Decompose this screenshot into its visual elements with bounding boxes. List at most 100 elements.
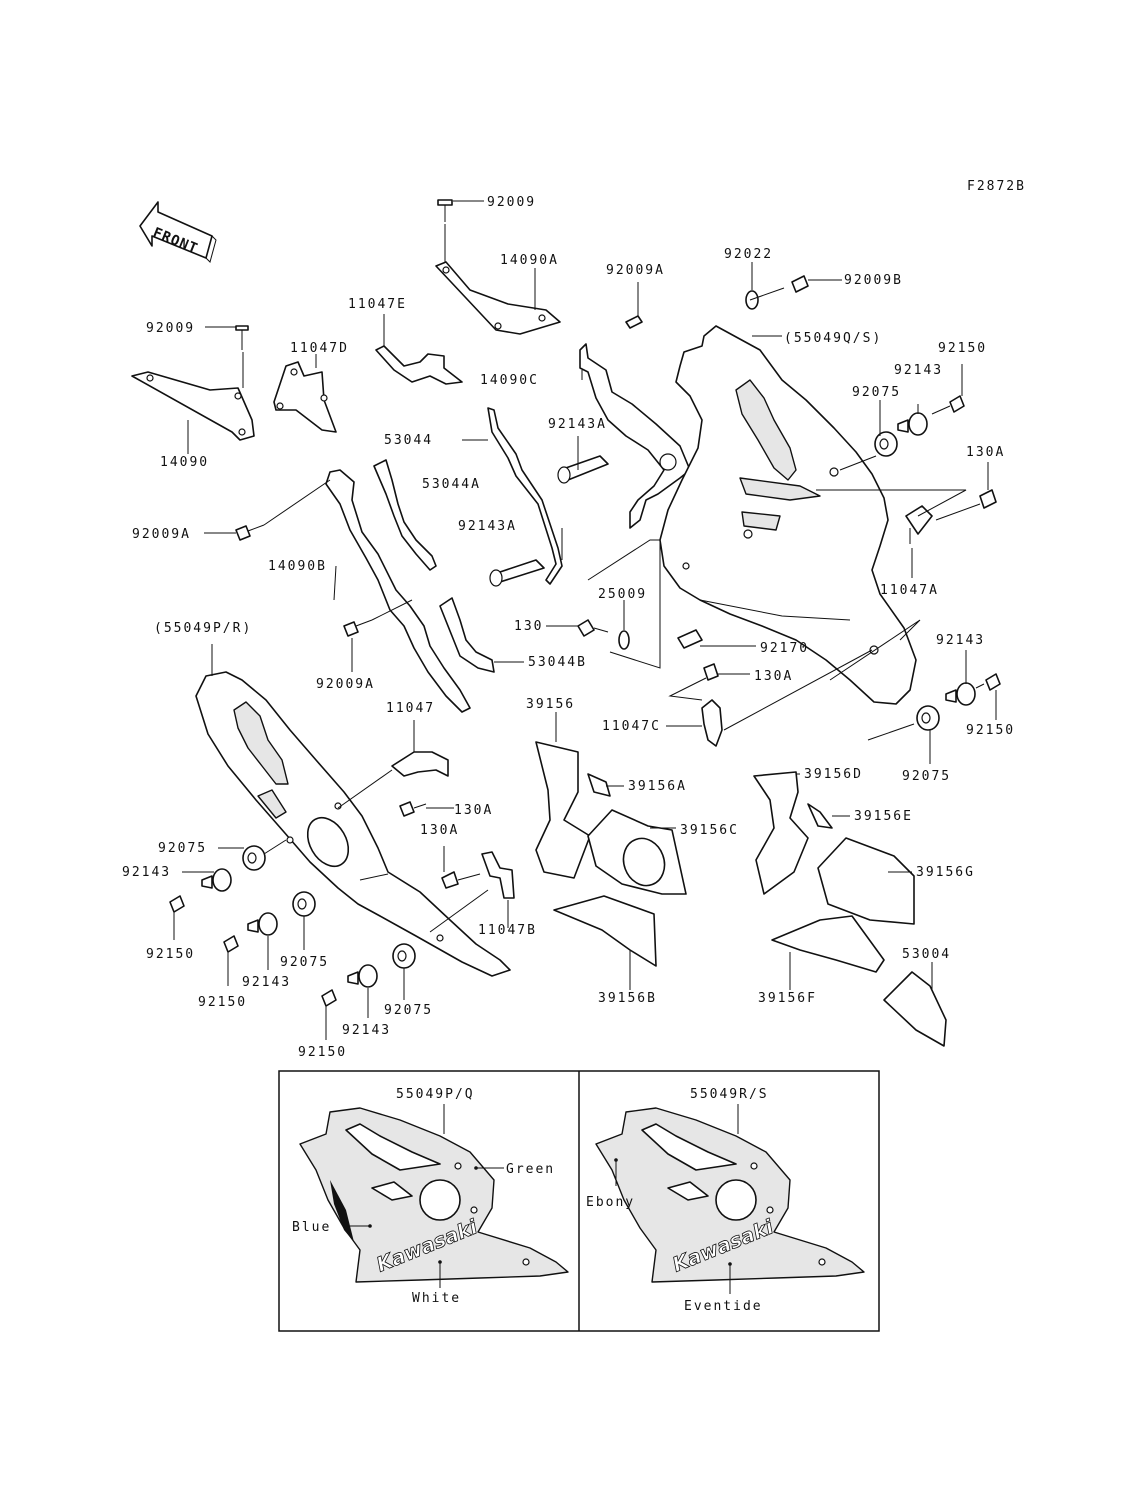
- bolt-92009A-bottom: [343, 599, 413, 672]
- label-92022: 92022: [724, 247, 773, 262]
- label-92009B: 92009B: [844, 273, 903, 288]
- bolt-92150-r2: [975, 673, 1001, 720]
- spacer-92143A-2: [489, 559, 545, 587]
- grommet-92075-r2: [916, 705, 940, 764]
- label-39156B: 39156B: [598, 991, 657, 1006]
- label-92143-l: 92143: [122, 865, 171, 880]
- bolt-92150-l2: [223, 935, 239, 986]
- bolt-130A-m: [399, 801, 454, 817]
- bracket-14090C: [579, 343, 691, 529]
- bolt-92009B: [749, 275, 842, 301]
- collar-92143-c2: [347, 964, 378, 1018]
- bolt-130A-r: [935, 462, 997, 521]
- inset-right-part: 55049R/S: [690, 1087, 769, 1102]
- bracket-11047: [391, 751, 449, 777]
- bracket-14090: [131, 371, 255, 441]
- bar-53044: [487, 407, 563, 585]
- label-39156G: 39156G: [916, 865, 975, 880]
- bolt-130: [546, 619, 609, 637]
- label-92075-l: 92075: [158, 841, 207, 856]
- label-11047D: 11047D: [290, 341, 349, 356]
- bolt-92009A-left: [204, 479, 331, 541]
- label-14090C: 14090C: [480, 373, 539, 388]
- label-92150-r1: 92150: [938, 341, 987, 356]
- label-92150-c: 92150: [298, 1045, 347, 1060]
- label-14090B: 14090B: [268, 559, 327, 574]
- decal-39156D: [753, 771, 809, 895]
- cowl-55049QS: [659, 325, 917, 705]
- cowl-55049PR: [195, 671, 511, 977]
- front-arrow-icon: FRONT: [139, 201, 217, 263]
- label-92009-left: 92009: [146, 321, 195, 336]
- label-92075-r1: 92075: [852, 385, 901, 400]
- decal-39156B: [553, 895, 657, 990]
- bracket-11047A: [905, 505, 933, 544]
- label-92143A-2: 92143A: [458, 519, 517, 534]
- bolt-92009-left: [205, 325, 249, 388]
- label-92009A-left: 92009A: [132, 527, 191, 542]
- collar-92143-l: [182, 868, 232, 892]
- label-11047: 11047: [386, 701, 435, 716]
- bracket-11047B: [429, 851, 515, 933]
- label-53044: 53044: [384, 433, 433, 448]
- label-53044A: 53044A: [422, 477, 481, 492]
- label-11047B: 11047B: [478, 923, 537, 938]
- collar-92143-r2: [945, 650, 976, 706]
- label-53004: 53004: [902, 947, 951, 962]
- label-92150-l2: 92150: [198, 995, 247, 1010]
- clip-92170: [677, 629, 756, 649]
- label-130A-c: 130A: [454, 803, 493, 818]
- collar-92143-r1: [897, 412, 928, 436]
- bar-53044B: [439, 597, 495, 673]
- spacer-92143A-1: [557, 455, 609, 484]
- decal-39156: [535, 741, 591, 879]
- label-92170: 92170: [760, 641, 809, 656]
- collar-92143-c: [247, 912, 278, 970]
- label-92009A-bottom: 92009A: [316, 677, 375, 692]
- inset-left-color-white: White: [412, 1291, 461, 1306]
- label-39156F: 39156F: [758, 991, 817, 1006]
- washer-25009: [618, 600, 630, 650]
- inset-right: 55049R/S Kawasaki Ebony Eventide: [586, 1087, 865, 1314]
- label-39156D: 39156D: [804, 767, 863, 782]
- grommet-92075-r1: [874, 431, 898, 457]
- bolt-92009-top: [437, 199, 484, 262]
- inset-left-color-blue: Blue: [292, 1220, 331, 1235]
- inset-left-color-green: Green: [506, 1162, 555, 1177]
- label-92009A-top: 92009A: [606, 263, 665, 278]
- inset-left: 55049P/Q Kawasaki Green Blue White: [292, 1087, 569, 1306]
- decal-39156A: [587, 773, 624, 797]
- decal-53004: [883, 962, 947, 1047]
- bolt-92150-l1: [169, 895, 185, 940]
- bracket-11047E: [375, 345, 463, 385]
- washer-92022: [745, 262, 759, 310]
- label-92075-c2: 92075: [384, 1003, 433, 1018]
- inset-right-color-ebony: Ebony: [586, 1195, 635, 1210]
- diagram-code: F2872B: [967, 179, 1026, 194]
- bracket-14090A: [435, 261, 561, 335]
- label-92009-top: 92009: [487, 195, 536, 210]
- label-14090A: 14090A: [500, 253, 559, 268]
- bolt-92150-r1: [931, 364, 965, 415]
- grommet-92075-c2: [392, 943, 416, 1000]
- decal-39156G: [817, 837, 915, 925]
- label-92143-c: 92143: [242, 975, 291, 990]
- label-130A-r: 130A: [966, 445, 1005, 460]
- label-39156C: 39156C: [680, 823, 739, 838]
- inset-left-cowl: Kawasaki: [299, 1107, 569, 1283]
- label-92075-r2: 92075: [902, 769, 951, 784]
- label-130A-c2: 130A: [420, 823, 459, 838]
- label-92143-c2: 92143: [342, 1023, 391, 1038]
- label-39156: 39156: [526, 697, 575, 712]
- label-130: 130: [514, 619, 543, 634]
- label-55049PR: (55049P/R): [154, 621, 252, 636]
- label-53044B: 53044B: [528, 655, 587, 670]
- label-92075-c: 92075: [280, 955, 329, 970]
- label-25009: 25009: [598, 587, 647, 602]
- inset-left-part: 55049P/Q: [396, 1087, 475, 1102]
- label-92150-r2: 92150: [966, 723, 1015, 738]
- label-92150-l1: 92150: [146, 947, 195, 962]
- bracket-11047C: [666, 649, 873, 747]
- bar-53044A: [373, 459, 437, 571]
